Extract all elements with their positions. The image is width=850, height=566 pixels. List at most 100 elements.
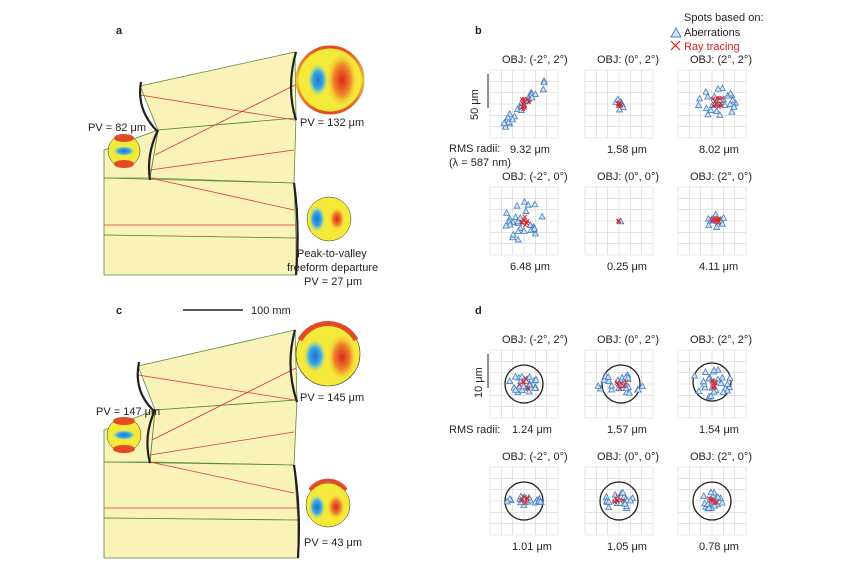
ray	[154, 84, 296, 156]
ray-trace-spot	[623, 380, 629, 385]
aberration-spot	[694, 101, 703, 108]
panel-d-spot-diagrams: d OBJ: (-2°, 2°) OBJ: (0°, 2°) OBJ: (2°,…	[449, 305, 752, 553]
aberration-spot	[707, 488, 715, 496]
aberration-spot	[518, 372, 526, 380]
aberration-spot	[511, 385, 520, 393]
ray-trace-spot	[524, 495, 530, 501]
panel-a-layout: a PV = 132 μm	[88, 25, 378, 288]
ray-trace-spot	[617, 386, 623, 391]
ray	[149, 177, 295, 211]
aberration-spot	[503, 209, 511, 216]
aberration-spot	[604, 503, 613, 511]
plot-grid	[584, 69, 654, 139]
field-label: OBJ: (2°, 2°)	[690, 54, 752, 66]
ray-trace-spot	[711, 498, 717, 503]
rms-value: 1.54 μm	[699, 424, 739, 436]
ray-trace-spot	[719, 103, 724, 109]
aberration-spot	[502, 221, 510, 229]
spot-plots-d	[487, 349, 747, 536]
plot-grid	[489, 466, 559, 536]
tertiary-mirror	[292, 464, 300, 559]
aberration-spot	[726, 374, 734, 381]
ray-trace-spot	[526, 99, 532, 104]
ray-trace-spot	[616, 101, 622, 107]
rms-label-b: RMS radii:	[449, 143, 500, 155]
aberration-spot	[730, 102, 738, 110]
scale-label-b: 50 μm	[469, 89, 481, 120]
aberration-spot	[605, 377, 613, 384]
scale-label-d: 10 μm	[473, 367, 485, 398]
aberration-spot	[707, 392, 715, 399]
aberration-spot	[705, 221, 713, 229]
freeform-map-small-c	[106, 417, 142, 453]
aberration-spot	[518, 386, 526, 394]
aberration-spot	[522, 207, 530, 214]
panel-a-label: a	[116, 25, 123, 37]
aberration-spot	[710, 387, 718, 395]
spot-diagram	[487, 69, 559, 139]
aberration-spot	[514, 227, 522, 234]
aberration-spot	[605, 497, 613, 505]
aberration-spot	[701, 383, 709, 391]
aberration-spot	[714, 492, 722, 500]
aberration-spot	[638, 382, 647, 390]
aberration-spot	[604, 372, 612, 380]
aberration-spot	[625, 388, 633, 396]
field-label: OBJ: (-2°, 0°)	[502, 171, 568, 183]
beam-input-lower	[103, 234, 297, 276]
aberration-spot	[710, 501, 719, 509]
spot-diagram	[489, 186, 559, 256]
field-label: OBJ: (-2°, 2°)	[502, 334, 568, 346]
ray	[151, 367, 297, 441]
freeform-map-tertiary	[306, 196, 352, 242]
ray-trace-spot	[712, 383, 717, 388]
pv-small-c: PV = 147 μm	[96, 406, 160, 418]
aberration-spot	[607, 385, 616, 393]
small-mirror	[147, 129, 159, 181]
aberration-spot	[514, 217, 522, 225]
aberration-spot	[699, 491, 708, 499]
panel-b-label: b	[475, 25, 482, 37]
aberration-spot	[506, 494, 514, 502]
aberration-spot	[532, 375, 540, 383]
pv-small-a: PV = 82 μm	[88, 122, 146, 134]
ray-trace-spot	[620, 497, 626, 503]
spot-diagram	[584, 466, 654, 536]
ray-trace-spot	[525, 218, 530, 224]
panel-d-label: d	[475, 305, 482, 317]
airy-disk	[504, 481, 544, 521]
aberration-spot	[718, 84, 727, 91]
rms-value: 8.02 μm	[699, 144, 739, 156]
ray-trace-spot	[713, 379, 718, 385]
aberration-spot	[702, 104, 711, 112]
ray-trace-spot	[520, 101, 526, 107]
aberration-spot	[520, 197, 529, 205]
ray-trace-spot	[711, 103, 717, 109]
ray-trace-spot	[522, 214, 528, 220]
aberration-spot	[531, 90, 540, 98]
primary-mirror	[289, 51, 298, 121]
aberration-spot	[536, 497, 545, 505]
spot-diagram	[677, 186, 747, 256]
aberration-spot	[622, 384, 630, 392]
rms-value: 4.11 μm	[699, 261, 738, 273]
ray-trace-spot	[522, 494, 527, 500]
aberration-spot	[540, 78, 548, 86]
legend-ray-tracing: Ray tracing	[684, 41, 740, 53]
legend: Spots based on: Aberrations Ray tracing	[670, 12, 764, 53]
pv-primary-a: PV = 132 μm	[300, 117, 364, 129]
airy-disk	[504, 364, 544, 404]
field-label: OBJ: (0°, 2°)	[597, 334, 659, 346]
aberration-spot	[511, 372, 520, 380]
panel-c-beams	[103, 329, 300, 559]
scale-bar-label: 100 mm	[251, 305, 291, 317]
aberration-spot	[621, 499, 629, 507]
secondary-mirror	[136, 361, 156, 413]
rms-value: 0.25 μm	[607, 261, 647, 273]
plot-grid	[584, 466, 654, 536]
aberration-spot	[511, 213, 520, 220]
ray-trace-spot	[709, 378, 715, 384]
rms-value: 1.57 μm	[607, 424, 647, 436]
aberration-spot	[721, 101, 729, 108]
